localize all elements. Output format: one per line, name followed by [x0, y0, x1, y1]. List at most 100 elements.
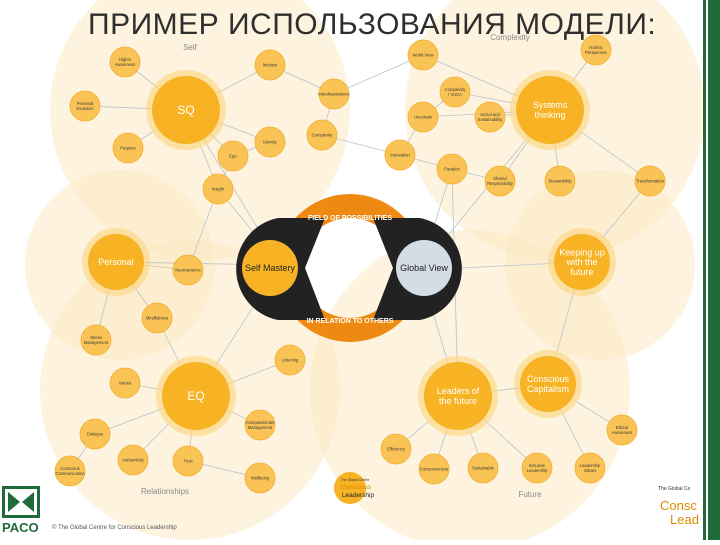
badge-word1: Conscious — [341, 484, 372, 491]
node-label-mindfulness: Mindfulness — [146, 315, 168, 320]
copyright-text: © The Global Centre for Conscious Leader… — [52, 525, 177, 531]
node-label-values: Values — [119, 380, 132, 385]
node-circle-wellbeing — [244, 462, 276, 494]
connector-line — [333, 54, 424, 95]
node-circle-consciousness — [418, 453, 450, 485]
badge-circle — [334, 472, 366, 504]
node-circle-purpose — [112, 132, 144, 164]
node-label-vuca: Complexity/ VUCA — [445, 87, 467, 97]
node-label-neuroscience: Neuroscience — [175, 267, 201, 272]
node-circle-vuca — [439, 76, 471, 108]
node-circle-neuroscience — [172, 254, 204, 286]
section-label-future: Future — [518, 490, 542, 499]
corner-badge-word1: Consc — [660, 498, 697, 513]
hub-circle-leaders — [424, 362, 492, 430]
node-circle-efficiency — [380, 433, 412, 465]
node-label-insight: Insight — [212, 186, 225, 191]
corner-badge-word2: Lead — [670, 512, 699, 527]
node-circle-identity — [254, 126, 286, 158]
node-circle-ethical — [606, 414, 638, 446]
node-circle-shared — [484, 165, 516, 197]
logo-text: PACO — [2, 520, 39, 535]
badge-small-text: The Global Centre — [341, 478, 370, 482]
node-circle-authenticity — [117, 444, 149, 476]
node-label-sustainable: Sustainable — [472, 465, 495, 470]
node-circle-trust — [172, 445, 204, 477]
node-circle-values — [109, 367, 141, 399]
logo-arrows-icon — [5, 489, 37, 515]
logo-mark-icon — [2, 486, 40, 518]
hub-circle-eq — [162, 362, 230, 430]
node-label-complexity_node: Complexity — [312, 132, 334, 137]
node-label-intuition: Intuition — [263, 62, 278, 67]
node-label-identity: Identity — [263, 139, 277, 144]
node-circle-sustainable — [467, 452, 499, 484]
node-circle-stewardship — [544, 165, 576, 197]
node-circle-service — [574, 452, 606, 484]
corner-badge-small: The Global Ce — [658, 486, 691, 492]
arc-bottom-label: IN RELATION TO OTHERS — [307, 318, 394, 325]
node-label-uncertain: Uncertain — [414, 114, 433, 119]
node-label-world_view: World View — [412, 52, 434, 57]
section-label-self: Self — [183, 43, 198, 52]
hub-circle-keeping — [554, 234, 610, 290]
self-mastery-label: Self Mastery — [245, 263, 296, 273]
corner-badge: The Global Ce Consc Lead — [656, 486, 700, 540]
hub-label-personal: Personal — [98, 257, 134, 267]
node-label-paradox: Paradox — [444, 166, 461, 171]
hub-label-sq: SQ — [177, 103, 194, 117]
node-label-wellbeing: Wellbeing — [251, 475, 270, 480]
node-circle-mindfulness — [141, 302, 173, 334]
node-circle-personal_evolution — [69, 90, 101, 122]
hub-circle-sq — [152, 76, 220, 144]
node-label-ego: Ego — [229, 153, 237, 158]
node-circle-paradox — [436, 153, 468, 185]
badge-word2: Leadership — [342, 492, 375, 499]
node-circle-compassion — [244, 409, 276, 441]
section-label-complexity: Complexity — [490, 33, 530, 42]
hub-circle-systems — [516, 76, 584, 144]
node-circle-listening — [274, 344, 306, 376]
node-circle-conscious_comm — [54, 455, 86, 487]
hub-label-eq: EQ — [187, 389, 204, 403]
node-circle-stress — [80, 324, 112, 356]
hub-circle-personal — [88, 234, 144, 290]
global-view-circle — [396, 240, 452, 296]
node-circle-sustainability — [474, 101, 506, 133]
node-label-purpose: Purpose — [120, 145, 136, 150]
node-circle-world_view — [407, 39, 439, 71]
node-circle-holistic — [580, 34, 612, 66]
node-circle-innovation — [384, 139, 416, 171]
section-label-relationships: Relationships — [141, 487, 189, 496]
node-circle-complexity_node — [306, 119, 338, 151]
hub-circle-conscious — [520, 356, 576, 412]
node-label-innovation: Innovation — [390, 152, 410, 157]
node-label-trust: Trust — [183, 458, 193, 463]
node-label-authenticity: Authenticity — [122, 457, 145, 462]
node-circle-higher — [109, 46, 141, 78]
node-circle-transformation — [634, 165, 666, 197]
node-label-consciousness: Consciousness — [420, 466, 448, 471]
page-title: ПРИМЕР ИСПОЛЬЗОВАНИЯ МОДЕЛИ: — [88, 8, 657, 41]
node-label-listening: Listening — [282, 357, 299, 362]
global-view-label: Global View — [400, 263, 448, 273]
node-circle-interdependence — [318, 78, 350, 110]
node-label-transformation: Transformation — [636, 178, 665, 183]
node-circle-dialogue — [79, 418, 111, 450]
green-side-line — [703, 0, 706, 540]
